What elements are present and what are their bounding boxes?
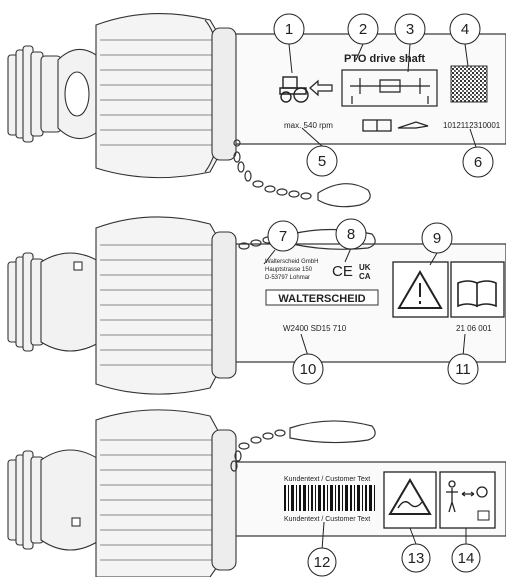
shaft-1-bellows-guard <box>95 13 237 179</box>
manufacturer-street: Hauptstrasse 150 <box>265 267 313 273</box>
manual-book-icon-2 <box>457 280 497 308</box>
production-date: 21 06 001 <box>456 324 492 333</box>
svg-text:8: 8 <box>347 226 355 243</box>
callout-8: 8 <box>335 218 367 250</box>
svg-text:1: 1 <box>285 21 293 38</box>
warning-panel <box>392 261 505 318</box>
ukca-mark-uk: UK <box>359 263 371 272</box>
person-distance-icon <box>446 480 488 513</box>
shaft-3: Kundentext / Customer Text Kundentext / … <box>7 409 506 577</box>
brand-logo: WALTERSCHEID <box>278 293 365 305</box>
callout-5: 5 <box>306 145 338 177</box>
shaft-3-bellows-guard <box>95 409 237 577</box>
tractor-icon <box>279 76 309 103</box>
svg-text:10: 10 <box>300 361 317 378</box>
callout-6: 6 <box>462 146 494 178</box>
qr-code <box>450 65 488 103</box>
shaft-1-label: PTO drive shaft max. 540 rpm 10121123100… <box>279 53 501 132</box>
shaft-3-end-yoke <box>7 449 101 551</box>
customer-text-bottom: Kundentext / Customer Text <box>284 516 370 523</box>
model-code: W2400 SD15 710 <box>283 324 347 333</box>
customer-text-top: Kundentext / Customer Text <box>284 476 370 483</box>
ukca-mark-ca: CA <box>359 272 371 281</box>
shaft-schematic-icon <box>341 69 438 107</box>
svg-text:3: 3 <box>406 21 414 38</box>
callout-2: 2 <box>347 13 379 45</box>
callout-4: 4 <box>449 13 481 45</box>
callout-7: 7 <box>267 220 299 252</box>
svg-text:2: 2 <box>359 21 367 38</box>
shaft-2: Walterscheid GmbH Hauptstrasse 150 D-537… <box>7 216 506 395</box>
tool-icon <box>397 121 429 129</box>
shaft-2-label: Walterscheid GmbH Hauptstrasse 150 D-537… <box>265 259 505 333</box>
callout-10: 10 <box>292 353 324 385</box>
svg-text:9: 9 <box>433 230 441 247</box>
svg-text:4: 4 <box>461 21 469 38</box>
barcode <box>284 485 375 511</box>
manufacturer-name: Walterscheid GmbH <box>265 259 318 265</box>
shaft-1: PTO drive shaft max. 540 rpm 10121123100… <box>7 13 506 208</box>
rpm-label: max. 540 rpm <box>284 121 333 130</box>
callout-9: 9 <box>421 222 453 254</box>
serial-number: 1012112310001 <box>443 121 501 130</box>
shaft-3-safety-chain <box>230 420 376 472</box>
callout-3: 3 <box>394 13 426 45</box>
svg-text:5: 5 <box>318 153 326 170</box>
callout-13: 13 <box>401 543 431 573</box>
shaft-2-bellows-guard <box>95 216 237 395</box>
manual-small-icon <box>477 510 490 521</box>
shaft-3-label: Kundentext / Customer Text Kundentext / … <box>284 471 496 529</box>
arrow-left-icon <box>309 79 333 97</box>
svg-text:14: 14 <box>458 550 475 567</box>
svg-text:6: 6 <box>474 154 482 171</box>
callout-11: 11 <box>447 353 479 385</box>
shaft-1-safety-chain <box>233 139 371 208</box>
callout-14: 14 <box>451 543 481 573</box>
brand-plate <box>265 289 379 306</box>
manufacturer-city: D-53797 Lohmar <box>265 275 310 281</box>
ce-mark: CE <box>332 263 353 280</box>
svg-text:13: 13 <box>408 550 425 567</box>
manual-book-icon <box>362 119 392 132</box>
svg-text:12: 12 <box>314 554 331 571</box>
entanglement-warning-icon <box>388 478 432 515</box>
svg-text:7: 7 <box>279 228 287 245</box>
callout-12: 12 <box>307 547 337 577</box>
svg-text:11: 11 <box>455 361 471 378</box>
shaft-label-title: PTO drive shaft <box>344 53 425 65</box>
shaft-2-end-yoke <box>7 252 101 352</box>
callout-1: 1 <box>273 13 305 45</box>
warning-triangle-icon <box>397 270 443 309</box>
shaft-1-end-yoke <box>7 45 101 143</box>
entanglement-warning-panel <box>383 471 496 529</box>
callout-leaders <box>263 43 477 551</box>
